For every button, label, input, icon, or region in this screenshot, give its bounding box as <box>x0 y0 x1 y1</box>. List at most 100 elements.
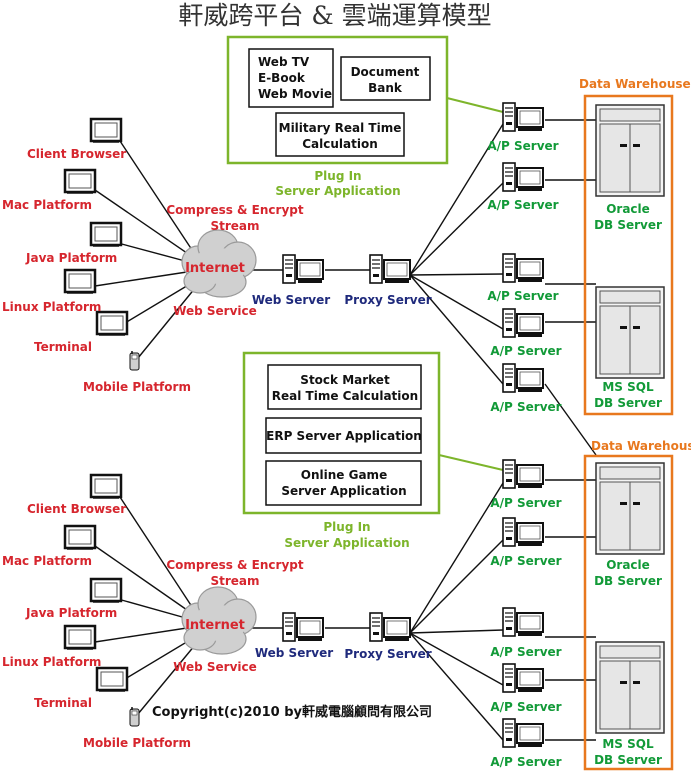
internet-label: Internet <box>185 261 245 276</box>
client-label-terminal: Terminal <box>34 696 92 710</box>
linux-platform-monitor-icon <box>63 624 97 651</box>
data-warehouse-frame <box>583 454 674 771</box>
client-label-mac: Mac Platform <box>2 554 92 568</box>
top-section: Client Browser Mac Platform Java Platfor… <box>2 35 691 456</box>
client-label-mac: Mac Platform <box>2 198 92 212</box>
ap-server-icon <box>502 363 544 393</box>
client-label-java: Java Platform <box>25 606 117 620</box>
plugin-text-web-movie: Web Movie <box>258 87 332 101</box>
mac-platform-monitor-icon <box>63 168 97 195</box>
web-server-label: Web Server <box>255 646 333 660</box>
ap-server-label: A/P Server <box>487 198 558 212</box>
web-server-computer-icon <box>282 612 324 642</box>
server-links <box>250 119 597 456</box>
ap-server-icon <box>502 663 544 693</box>
oracle-db-label-line1: Oracle <box>606 202 650 216</box>
client-label-browser: Client Browser <box>27 502 126 516</box>
mobile-phone-icon <box>129 706 140 727</box>
ap-server-label: A/P Server <box>490 645 561 659</box>
client-label-linux: Linux Platform <box>2 300 101 314</box>
client-browser-monitor-icon <box>89 473 123 500</box>
ap-server-icon <box>502 308 544 338</box>
java-platform-monitor-icon <box>89 221 123 248</box>
plugin-text-military-2: Calculation <box>302 137 378 151</box>
plugin-connector <box>446 97 504 113</box>
internet-cloud-icon <box>181 229 257 298</box>
plugin-text-erp: ERP Server Application <box>266 429 422 443</box>
ap-server-icon <box>502 718 544 748</box>
proxy-server-label: Proxy Server <box>344 647 431 661</box>
plugin-box-online-game <box>265 460 422 506</box>
client-label-terminal: Terminal <box>34 340 92 354</box>
ap-server-icon <box>502 102 544 132</box>
plugin-text-document: Document <box>351 65 420 79</box>
page-title: 軒威跨平台 & 雲端運算模型 <box>178 1 491 30</box>
plugin-text-game-1: Online Game <box>301 468 387 482</box>
ap-server-icon <box>502 607 544 637</box>
oracle-db-label-line2: DB Server <box>594 574 662 588</box>
compress-label-line1: Compress & Encrypt <box>166 203 303 217</box>
mssql-db-label-line1: MS SQL <box>602 737 654 751</box>
oracle-db-cabinet-icon <box>595 104 665 197</box>
bottom-section: Client Browser Mac Platform Java Platfor… <box>2 351 691 771</box>
web-server-computer-icon <box>282 254 324 284</box>
client-label-linux: Linux Platform <box>2 655 101 669</box>
plugin-text-stock-2: Real Time Calculation <box>272 389 418 403</box>
ap-server-icon <box>502 162 544 192</box>
client-browser-monitor-icon <box>89 117 123 144</box>
client-label-mobile: Mobile Platform <box>83 380 191 394</box>
ap-server-label: A/P Server <box>490 700 561 714</box>
ap-server-label: A/P Server <box>490 344 561 358</box>
web-service-label: Web Service <box>173 660 257 674</box>
plugin-text-web-tv: Web TV <box>258 55 310 69</box>
client-links <box>94 137 201 359</box>
mssql-db-cabinet-icon <box>595 641 665 734</box>
client-label-mobile: Mobile Platform <box>83 736 191 750</box>
mssql-db-cabinet-icon <box>595 286 665 379</box>
oracle-db-label-line1: Oracle <box>606 558 650 572</box>
ap-server-label: A/P Server <box>490 400 561 414</box>
ap-server-icon <box>502 517 544 547</box>
ap-server-label: A/P Server <box>487 139 558 153</box>
proxy-server-computer-icon <box>369 612 411 642</box>
plugin-caption-line1: Plug In <box>314 169 361 183</box>
copyright-text: Copyright(c)2010 by軒威電腦顧問有限公司 <box>152 704 432 720</box>
plugin-box-erp <box>265 417 422 454</box>
data-warehouse-frame <box>583 94 674 416</box>
ap-server-label: A/P Server <box>490 496 561 510</box>
compress-label-line2: Stream <box>210 219 259 233</box>
compress-label-line1: Compress & Encrypt <box>166 558 303 572</box>
plugin-text-ebook: E-Book <box>258 71 306 85</box>
oracle-db-label-line2: DB Server <box>594 218 662 232</box>
mac-platform-monitor-icon <box>63 524 97 551</box>
plugin-text-military-1: Military Real Time <box>279 121 402 135</box>
internet-cloud-icon <box>181 586 257 655</box>
linux-platform-monitor-icon <box>63 268 97 295</box>
plugin-caption-line1: Plug In <box>323 520 370 534</box>
plugin-box-military <box>275 112 405 157</box>
plugin-text-game-2: Server Application <box>281 484 406 498</box>
compress-label-line2: Stream <box>210 574 259 588</box>
proxy-server-label: Proxy Server <box>344 293 431 307</box>
data-warehouse-label: Data Warehouse <box>591 439 691 453</box>
mssql-db-label-line1: MS SQL <box>602 380 654 394</box>
java-platform-monitor-icon <box>89 577 123 604</box>
web-service-label: Web Service <box>173 304 257 318</box>
ap-server-icon <box>502 253 544 283</box>
internet-label: Internet <box>185 618 245 633</box>
plugin-box-media <box>248 48 334 108</box>
data-warehouse-label: Data Warehouse <box>579 77 691 91</box>
server-links <box>250 479 596 741</box>
mobile-phone-icon <box>129 350 140 371</box>
ap-server-icon <box>502 459 544 489</box>
web-server-label: Web Server <box>252 293 330 307</box>
mssql-db-label-line2: DB Server <box>594 396 662 410</box>
plugin-caption-line2: Server Application <box>275 184 400 198</box>
terminal-monitor-icon <box>95 666 129 693</box>
client-label-browser: Client Browser <box>27 147 126 161</box>
plugin-connector <box>438 454 504 471</box>
plugin-caption-line2: Server Application <box>284 536 409 550</box>
ap-server-label: A/P Server <box>490 755 561 769</box>
plugin-box-document-bank <box>340 56 431 101</box>
